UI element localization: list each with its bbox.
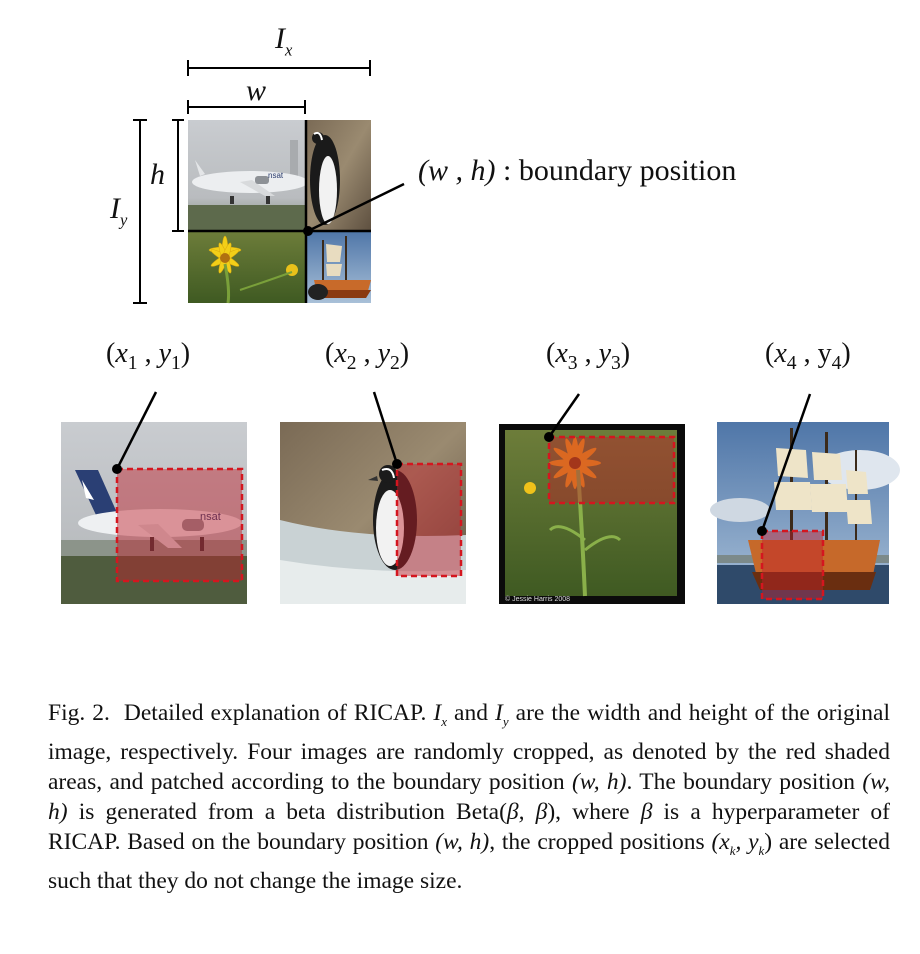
figure-caption: Fig. 2.Detailed explanation of RICAP. Ix… <box>48 700 890 894</box>
boundary-point <box>303 226 313 236</box>
photo-credit: © Jessie Harris 2008 <box>505 596 571 603</box>
photo-flower <box>499 424 685 604</box>
crop-points <box>112 432 767 536</box>
patch-penguin <box>306 120 371 231</box>
boundary-annotation: (w , h) : boundary position <box>418 154 736 188</box>
crop-label-1: (x1 , y1) <box>106 338 191 374</box>
crop-region-3 <box>547 435 676 505</box>
crop-region-4 <box>760 529 825 601</box>
h-dimension-line <box>172 119 184 232</box>
crop-label-3: (x3 , y3) <box>546 338 631 374</box>
patch-ship <box>306 231 371 303</box>
patch-airplane: nsat <box>188 120 308 231</box>
crop-label-4: (x4 , y4) <box>765 338 851 374</box>
ix-dimension-line <box>187 60 371 76</box>
w-label: w <box>246 74 267 107</box>
boundary-pointer-line <box>307 182 405 233</box>
patch-flower <box>188 231 306 304</box>
boundary-text: : boundary position <box>495 154 737 187</box>
svg-text:nsat: nsat <box>200 511 221 523</box>
ix-label: Ix <box>275 22 293 60</box>
svg-text:nsat: nsat <box>268 171 284 180</box>
photo-penguin <box>280 422 466 604</box>
figure-number: Fig. 2. <box>48 700 110 726</box>
w-dimension-line <box>187 100 306 114</box>
iy-label: Iy <box>110 192 128 230</box>
crop-pointers <box>115 391 812 532</box>
boundary-math: (w , h) <box>418 154 496 187</box>
patched-image: nsat <box>188 120 371 304</box>
photo-ship <box>710 422 900 604</box>
h-label: h <box>150 158 165 191</box>
iy-dimension-line <box>133 119 147 304</box>
photo-airplane: nsat <box>61 422 247 604</box>
crop-region-1 <box>115 467 244 583</box>
crop-label-2: (x2 , y2) <box>325 338 410 374</box>
crop-region-2 <box>395 462 463 578</box>
